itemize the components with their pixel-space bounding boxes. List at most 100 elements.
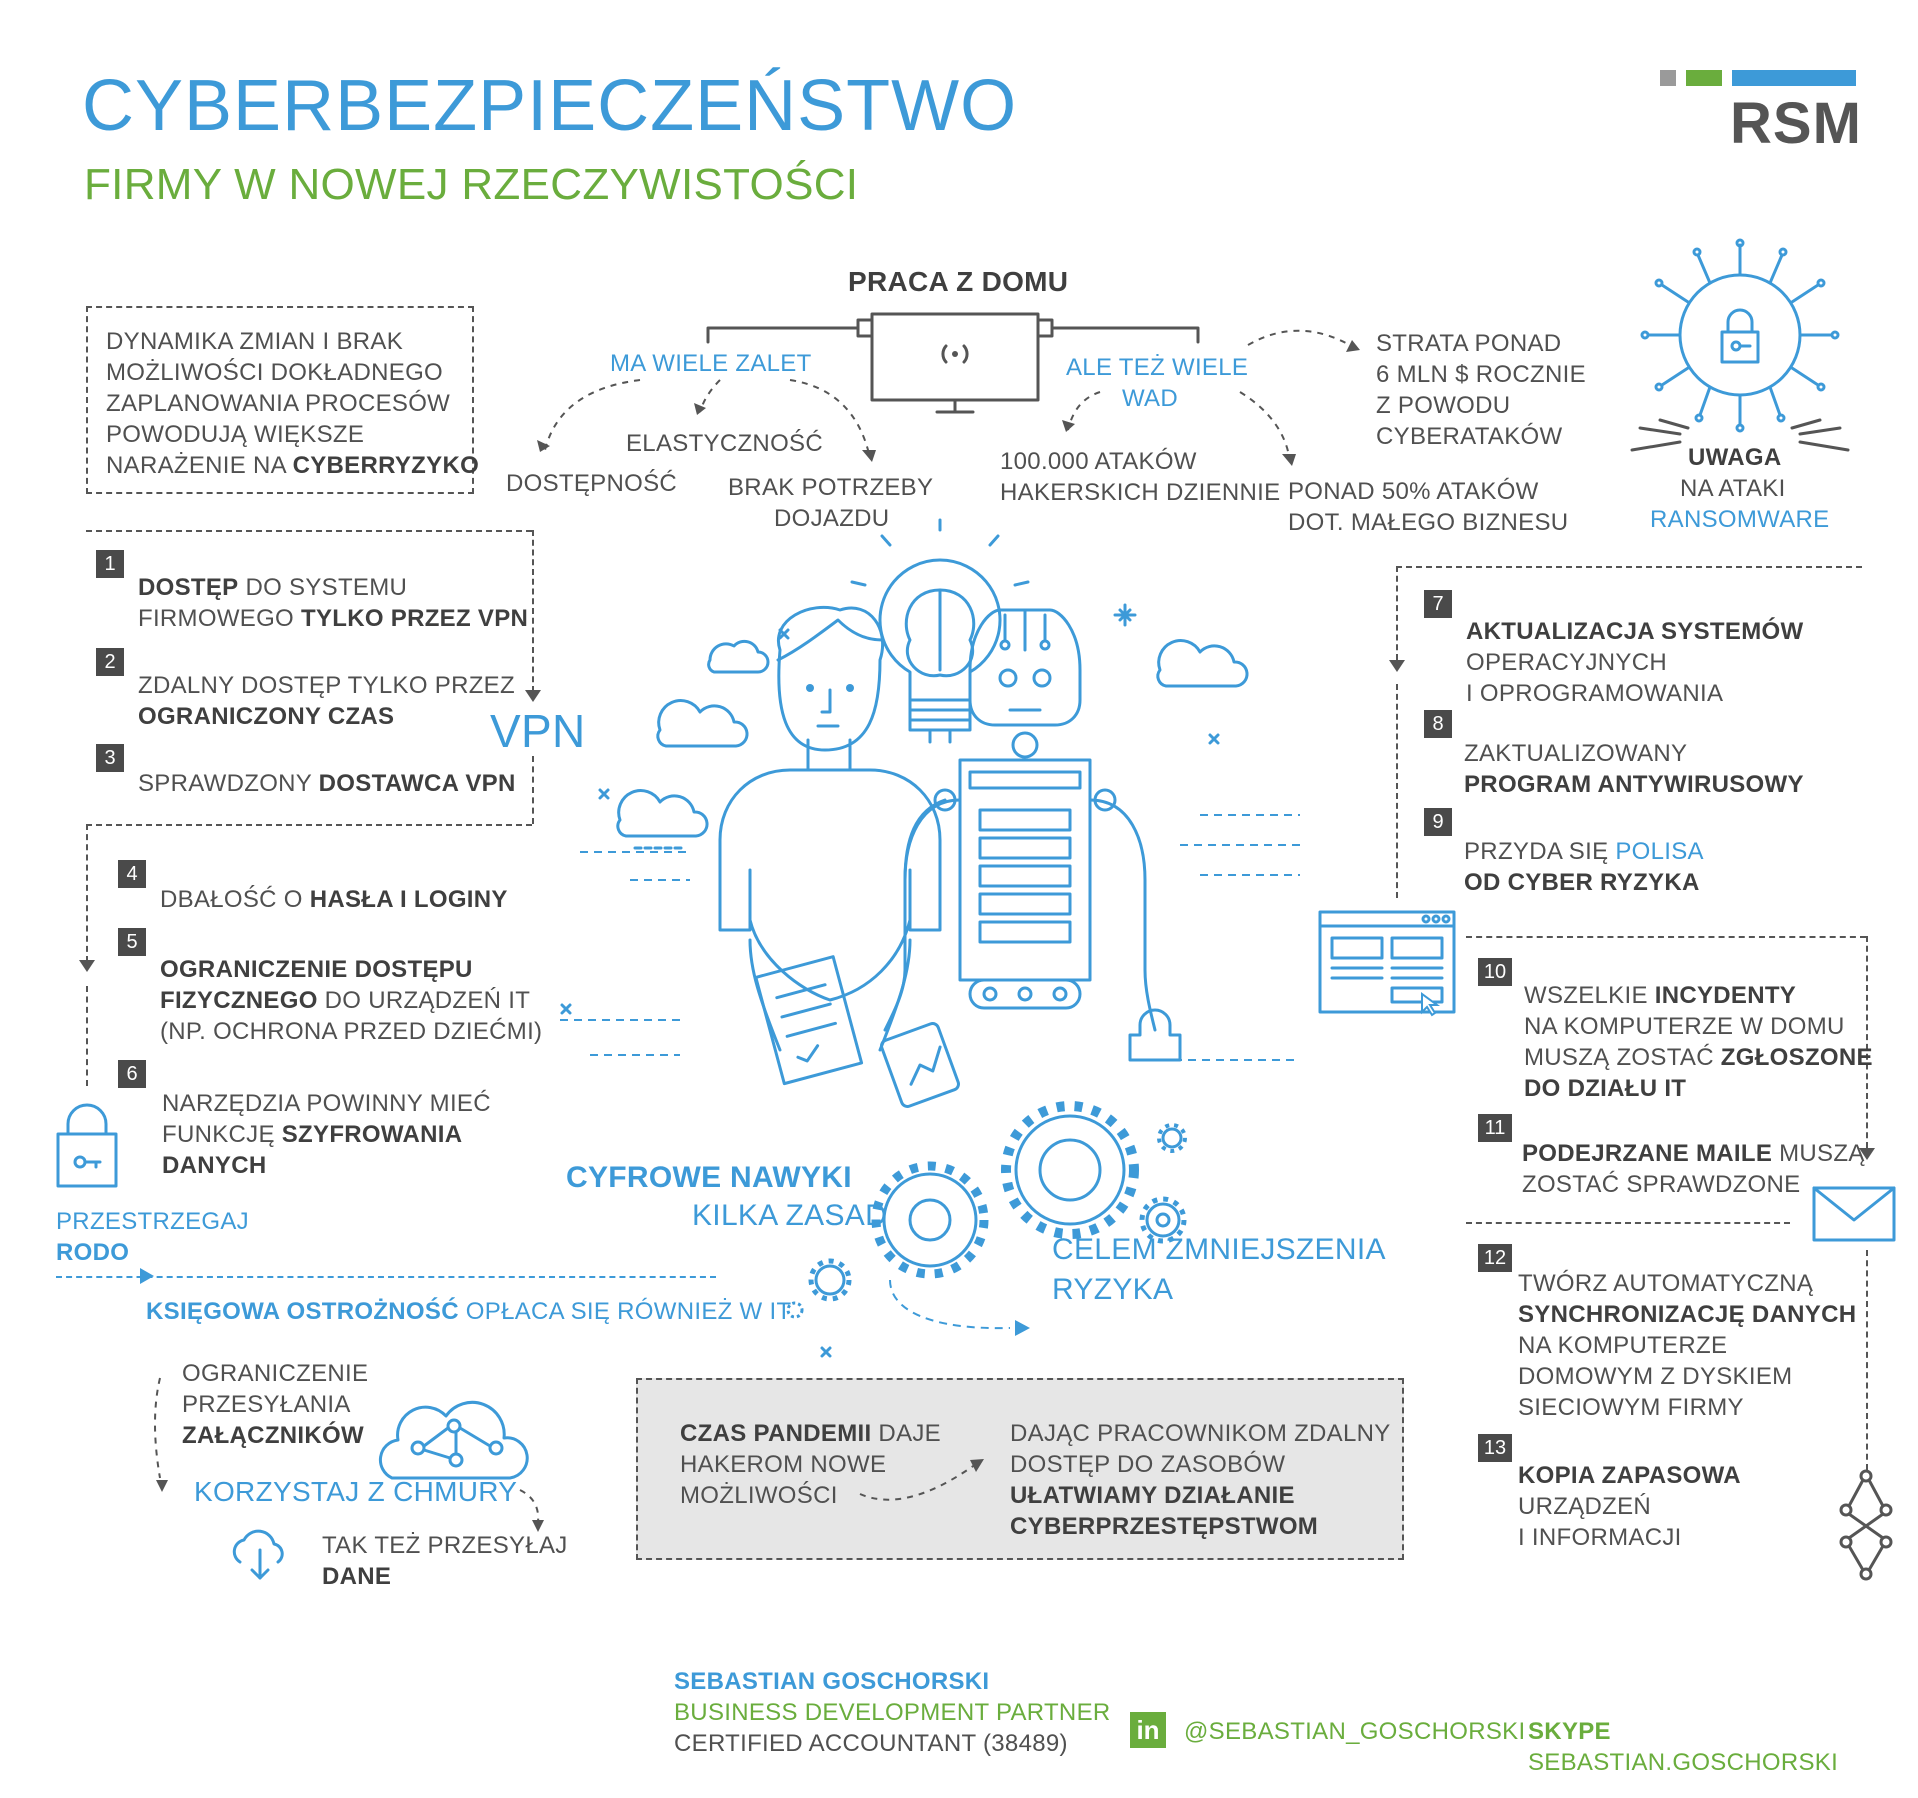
rule-12-text: SYNCHRONIZACJĘ DANYCH xyxy=(1518,1301,1857,1328)
rule-number: 5 xyxy=(118,928,146,956)
rule-7-text: I OPROGRAMOWANIA xyxy=(1466,680,1724,707)
pros-label: MA WIELE ZALET xyxy=(610,350,812,377)
intro-text: DYNAMIKA ZMIAN I BRAK xyxy=(106,328,404,355)
rule-number: 13 xyxy=(1478,1434,1512,1462)
rule-5-text: (NP. OCHRONA PRZED DZIEĆMI) xyxy=(160,1018,543,1045)
vpn-label: VPN xyxy=(490,705,586,757)
ransomware-text: UWAGA xyxy=(1688,444,1782,471)
cloud-download-icon xyxy=(232,1529,284,1580)
rule-10-text: WSZELKIE INCYDENTY xyxy=(1524,982,1797,1009)
page-title: CYBERBEZPIECZEŃSTWO xyxy=(82,66,1018,146)
rule-9-text: OD CYBER RYZYKA xyxy=(1464,869,1700,896)
rule-number: 3 xyxy=(96,744,124,772)
rule-13-text: URZĄDZEŃ xyxy=(1518,1493,1652,1520)
intro-box xyxy=(86,306,474,494)
rule-number: 6 xyxy=(118,1060,146,1088)
rule-1-text: FIRMOWEGO TYLKO PRZEZ VPN xyxy=(138,605,529,632)
pandemic-text: HAKEROM NOWE xyxy=(680,1451,887,1478)
rodo-text: RODO xyxy=(56,1239,130,1266)
rule-9-text: PRZYDA SIĘ POLISA xyxy=(1464,838,1704,865)
envelope-icon xyxy=(1812,1186,1896,1242)
con-item: STRATA PONAD xyxy=(1376,330,1562,357)
browser-window-icon xyxy=(1318,910,1456,1017)
rule-3-text: SPRAWDZONY DOSTAWCA VPN xyxy=(138,770,516,797)
cons-label: ALE TEŻ WIELE xyxy=(1066,354,1249,381)
network-nodes-icon xyxy=(1839,1469,1893,1581)
intro-text: MOŻLIWOŚCI DOKŁADNEGO xyxy=(106,359,444,386)
linkedin-handle[interactable]: @SEBASTIAN_GOSCHORSKI xyxy=(1184,1718,1526,1745)
cloud-text: DANE xyxy=(322,1563,392,1590)
rule-5-text: FIZYCZNEGO DO URZĄDZEŃ IT xyxy=(160,987,531,1014)
cloud-text: OGRANICZENIE xyxy=(182,1360,369,1387)
pandemic-arrow xyxy=(859,1459,984,1501)
con-item: CYBERATAKÓW xyxy=(1376,423,1563,450)
rule-2-text: OGRANICZONY CZAS xyxy=(138,703,395,730)
con-item: HAKERSKICH DZIENNIE xyxy=(1000,479,1281,506)
skype-handle[interactable]: SKYPE SEBASTIAN.GOSCHORSKI xyxy=(1528,1718,1839,1776)
pro-item: DOJAZDU xyxy=(774,505,890,532)
rule-12-text: DOMOWYM Z DYSKIEM xyxy=(1518,1363,1793,1390)
rule-number: 1 xyxy=(96,550,124,578)
risk-text: CELEM ZMNIEJSZENIA xyxy=(1052,1233,1386,1266)
intro-text: NARAŻENIE NA CYBERRYZYKO xyxy=(106,452,480,479)
pandemic-text: MOŻLIWOŚCI xyxy=(680,1482,838,1509)
rule-number: 11 xyxy=(1478,1114,1512,1142)
cloud-text: ZAŁĄCZNIKÓW xyxy=(182,1422,364,1449)
rule-5-text: OGRANICZENIE DOSTĘPU xyxy=(160,956,473,983)
ransomware-text: RANSOMWARE xyxy=(1650,506,1830,533)
rule-number: 8 xyxy=(1424,710,1452,738)
rule-4-text: DBAŁOŚĆ O HASŁA I LOGINY xyxy=(160,886,508,913)
cloud-text: TAK TEŻ PRZESYŁAJ xyxy=(322,1532,568,1559)
rule-7-text: OPERACYJNYCH xyxy=(1466,649,1667,676)
author-name: SEBASTIAN GOSCHORSKI xyxy=(674,1668,990,1695)
cons-label: WAD xyxy=(1122,385,1179,412)
rule-6-text: FUNKCJĘ SZYFROWANIA xyxy=(162,1121,463,1148)
con-item: DOT. MAŁEGO BIZNESU xyxy=(1288,509,1569,536)
rule-6-text: DANYCH xyxy=(162,1152,267,1179)
remote-heading: PRACA Z DOMU xyxy=(848,266,1069,297)
rule-11-text: PODEJRZANE MAILE MUSZĄ xyxy=(1522,1140,1865,1167)
habits-subheading: KILKA ZASAD xyxy=(692,1199,888,1232)
rule-11-text: ZOSTAĆ SPRAWDZONE xyxy=(1522,1171,1801,1198)
rule-1-text: DOSTĘP DO SYSTEMU xyxy=(138,574,408,601)
pro-item: DOSTĘPNOŚĆ xyxy=(506,470,678,497)
rule-10-text: NA KOMPUTERZE W DOMU xyxy=(1524,1013,1845,1040)
author-role: BUSINESS DEVELOPMENT PARTNER xyxy=(674,1699,1111,1726)
pro-item: ELASTYCZNOŚĆ xyxy=(626,430,823,457)
rule-6-text: NARZĘDZIA POWINNY MIEĆ xyxy=(162,1090,491,1117)
intro-text: ZAPLANOWANIA PROCESÓW xyxy=(106,390,451,417)
habits-heading: CYFROWE NAWYKI xyxy=(566,1161,852,1194)
cloud-flow-icons xyxy=(154,1377,544,1532)
rule-12-text: SIECIOWYM FIRMY xyxy=(1518,1394,1744,1421)
pandemic-text: DAJĄC PRACOWNIKOM ZDALNY xyxy=(1010,1420,1391,1447)
rule-10-text: MUSZĄ ZOSTAĆ ZGŁOSZONE xyxy=(1524,1044,1873,1071)
pandemic-text: UŁATWIAMY DZIAŁANIE xyxy=(1010,1482,1295,1509)
con-item: 6 MLN $ ROCZNIE xyxy=(1376,361,1586,388)
cloud-use-text: KORZYSTAJ Z CHMURY xyxy=(194,1476,518,1507)
rule-number: 2 xyxy=(96,648,124,676)
pandemic-text: DOSTĘP DO ZASOBÓW xyxy=(1010,1451,1286,1478)
accounting-text: KSIĘGOWA OSTROŻNOŚĆ OPŁACA SIĘ RÓWNIEŻ W… xyxy=(146,1298,792,1325)
pro-item: BRAK POTRZEBY xyxy=(728,474,934,501)
pandemic-text: CYBERPRZESTĘPSTWOM xyxy=(1010,1513,1319,1540)
rule-7-text: AKTUALIZACJA SYSTEMÓW xyxy=(1466,618,1804,645)
rule-number: 4 xyxy=(118,860,146,888)
rule-number: 9 xyxy=(1424,808,1452,836)
linkedin-icon[interactable]: in xyxy=(1130,1712,1166,1748)
con-item: Z POWODU xyxy=(1376,392,1511,419)
con-item: PONAD 50% ATAKÓW xyxy=(1288,478,1539,505)
rule-12-text: TWÓRZ AUTOMATYCZNĄ xyxy=(1518,1270,1814,1297)
rule-number: 7 xyxy=(1424,590,1452,618)
lock-circuit-icon xyxy=(1640,238,1840,433)
rodo-text: PRZESTRZEGAJ xyxy=(56,1208,249,1235)
rule-13-text: KOPIA ZAPASOWA xyxy=(1518,1462,1741,1489)
rule-2-text: ZDALNY DOSTĘP TYLKO PRZEZ xyxy=(138,672,515,699)
author-cert: CERTIFIED ACCOUNTANT (38489) xyxy=(674,1730,1068,1757)
rule-12-text: NA KOMPUTERZE xyxy=(1518,1332,1728,1359)
alert-rays-icon xyxy=(1630,418,1850,452)
intro-text: POWODUJĄ WIĘKSZE xyxy=(106,421,365,448)
con-item: 100.000 ATAKÓW xyxy=(1000,448,1197,475)
ransomware-text: NA ATAKI xyxy=(1680,475,1786,502)
robot-icon xyxy=(880,608,1182,1108)
